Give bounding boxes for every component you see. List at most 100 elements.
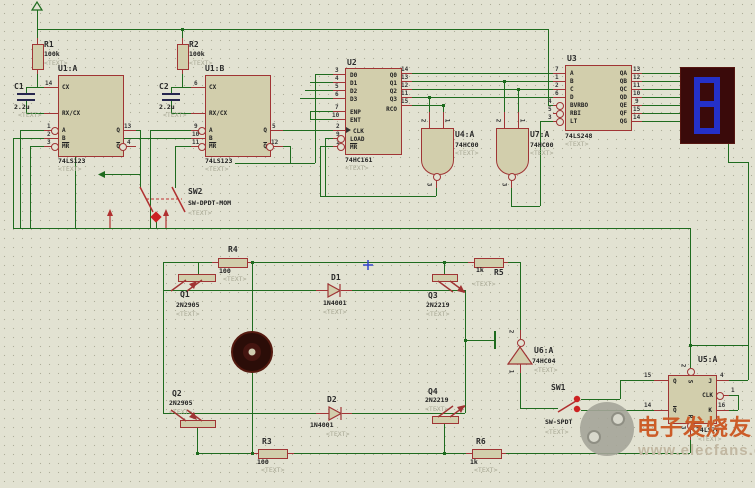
wire bbox=[163, 262, 164, 413]
wire bbox=[13, 228, 690, 229]
inversion-bubble bbox=[687, 422, 695, 430]
component-ref: U6:A bbox=[534, 346, 554, 355]
pin-number: 14 bbox=[644, 402, 652, 409]
pin-number: 6 bbox=[335, 91, 339, 98]
inverter-u6a[interactable] bbox=[506, 345, 534, 365]
wire bbox=[352, 413, 465, 414]
pin-number: 13 bbox=[633, 66, 641, 73]
switch-sw2[interactable] bbox=[107, 186, 186, 228]
resistor-r3[interactable] bbox=[258, 449, 288, 459]
text-placeholder: <TEXT> bbox=[44, 59, 68, 67]
inversion-bubble bbox=[119, 143, 127, 151]
pin-stub bbox=[400, 81, 412, 82]
seven-segment-display[interactable] bbox=[680, 67, 735, 144]
motor[interactable] bbox=[231, 331, 273, 373]
pin-label: RX/CX bbox=[209, 110, 228, 117]
pin-stub bbox=[630, 97, 642, 98]
pin-number: 5 bbox=[548, 106, 552, 113]
wire bbox=[171, 87, 205, 88]
pin-stub bbox=[400, 89, 412, 90]
text-placeholder: <TEXT> bbox=[261, 466, 285, 474]
transistor-q3[interactable] bbox=[432, 274, 458, 282]
pin-number: 9 bbox=[194, 123, 198, 130]
resistor-r5[interactable] bbox=[474, 258, 504, 268]
wire bbox=[465, 340, 494, 341]
pin-label: ENT bbox=[350, 117, 361, 124]
pin-number: 1 bbox=[555, 74, 559, 81]
inversion-bubble bbox=[556, 102, 564, 110]
capacitor-c1[interactable] bbox=[17, 99, 35, 101]
wire bbox=[642, 73, 680, 74]
part-number: 74LS123 bbox=[205, 157, 233, 165]
pin-stub bbox=[630, 113, 642, 114]
ic-u3-74ls248[interactable]: A B C D BVRBO RBI LT QA QB QC QD QE QF Q… bbox=[565, 65, 632, 131]
transistor-q2[interactable] bbox=[180, 420, 216, 428]
wire bbox=[690, 345, 748, 346]
wire bbox=[320, 146, 321, 196]
resistor-r1[interactable] bbox=[32, 44, 44, 70]
text-placeholder: <TEXT> bbox=[58, 165, 82, 173]
capacitor-c2[interactable] bbox=[162, 99, 180, 101]
pin-stub bbox=[182, 38, 183, 44]
wire bbox=[729, 395, 738, 396]
pin-stub bbox=[553, 97, 565, 98]
pin-stub bbox=[400, 97, 412, 98]
wire bbox=[444, 422, 445, 453]
pin-stub bbox=[630, 89, 642, 90]
text-placeholder: <TEXT> bbox=[472, 280, 496, 288]
nand-gate-u4a[interactable] bbox=[421, 128, 454, 175]
component-ref: D1 bbox=[331, 273, 341, 282]
transistor-q1[interactable] bbox=[178, 274, 216, 282]
capacitor-c1[interactable] bbox=[17, 93, 35, 95]
text-placeholder: <TEXT> bbox=[169, 408, 193, 416]
pin-number: 14 bbox=[45, 80, 53, 87]
wire bbox=[642, 89, 680, 90]
diode-d1[interactable] bbox=[327, 282, 342, 299]
component-ref: R6 bbox=[476, 437, 486, 446]
resistor-r6[interactable] bbox=[472, 449, 502, 459]
pin-stub bbox=[630, 81, 642, 82]
text-placeholder: <TEXT> bbox=[188, 209, 212, 217]
watermark-title: 电子发烧友 bbox=[637, 415, 753, 440]
component-value: 2N2905 bbox=[176, 301, 200, 309]
wire bbox=[738, 395, 739, 410]
nand-gate-u7a[interactable] bbox=[496, 128, 529, 175]
component-ref: Q2 bbox=[172, 389, 182, 398]
wire bbox=[548, 29, 549, 105]
diode-d2[interactable] bbox=[328, 405, 343, 422]
ic-u1a-74ls123[interactable]: CX RX/CX A B MR Q Q bbox=[58, 75, 124, 157]
pin-label: Q bbox=[673, 407, 677, 414]
capacitor-c2[interactable] bbox=[162, 93, 180, 95]
pin-number: 3 bbox=[548, 114, 552, 121]
ic-u1b-74ls123[interactable]: CX RX/CX A B MR Q Q bbox=[205, 75, 271, 157]
junction-dot bbox=[443, 452, 446, 455]
pin-label: Q bbox=[116, 127, 120, 134]
part-number: 74HC04 bbox=[532, 357, 556, 365]
pin-number: 4 bbox=[720, 372, 724, 379]
junction-dot bbox=[503, 80, 506, 83]
component-ref: U7:A bbox=[530, 130, 550, 139]
wire bbox=[642, 81, 680, 82]
component-value: 1N4001 bbox=[310, 421, 334, 429]
ic-u2-74hc161[interactable]: D0 D1 D2 D3 ENP ENT CLK LOAD MR Q0 Q1 Q2… bbox=[345, 68, 402, 155]
wire bbox=[252, 262, 253, 333]
transistor-q4[interactable] bbox=[432, 416, 459, 424]
resistor-r2[interactable] bbox=[177, 44, 189, 70]
elecfans-logo-icon bbox=[580, 402, 634, 456]
resistor-r4[interactable] bbox=[218, 258, 248, 268]
wire bbox=[150, 130, 151, 228]
pin-label: A bbox=[570, 70, 574, 77]
wire bbox=[171, 87, 172, 94]
wire bbox=[283, 130, 333, 131]
pin-stub bbox=[342, 413, 352, 414]
component-value: 2N2219 bbox=[426, 301, 450, 309]
elecfans-logo-icon bbox=[587, 430, 601, 444]
wire bbox=[412, 105, 443, 106]
wire bbox=[140, 130, 141, 188]
wire bbox=[103, 174, 140, 175]
pin-number: 2 bbox=[679, 363, 687, 368]
text-placeholder: <TEXT> bbox=[189, 59, 213, 67]
wire bbox=[30, 146, 44, 147]
pin-label: A bbox=[62, 127, 66, 134]
